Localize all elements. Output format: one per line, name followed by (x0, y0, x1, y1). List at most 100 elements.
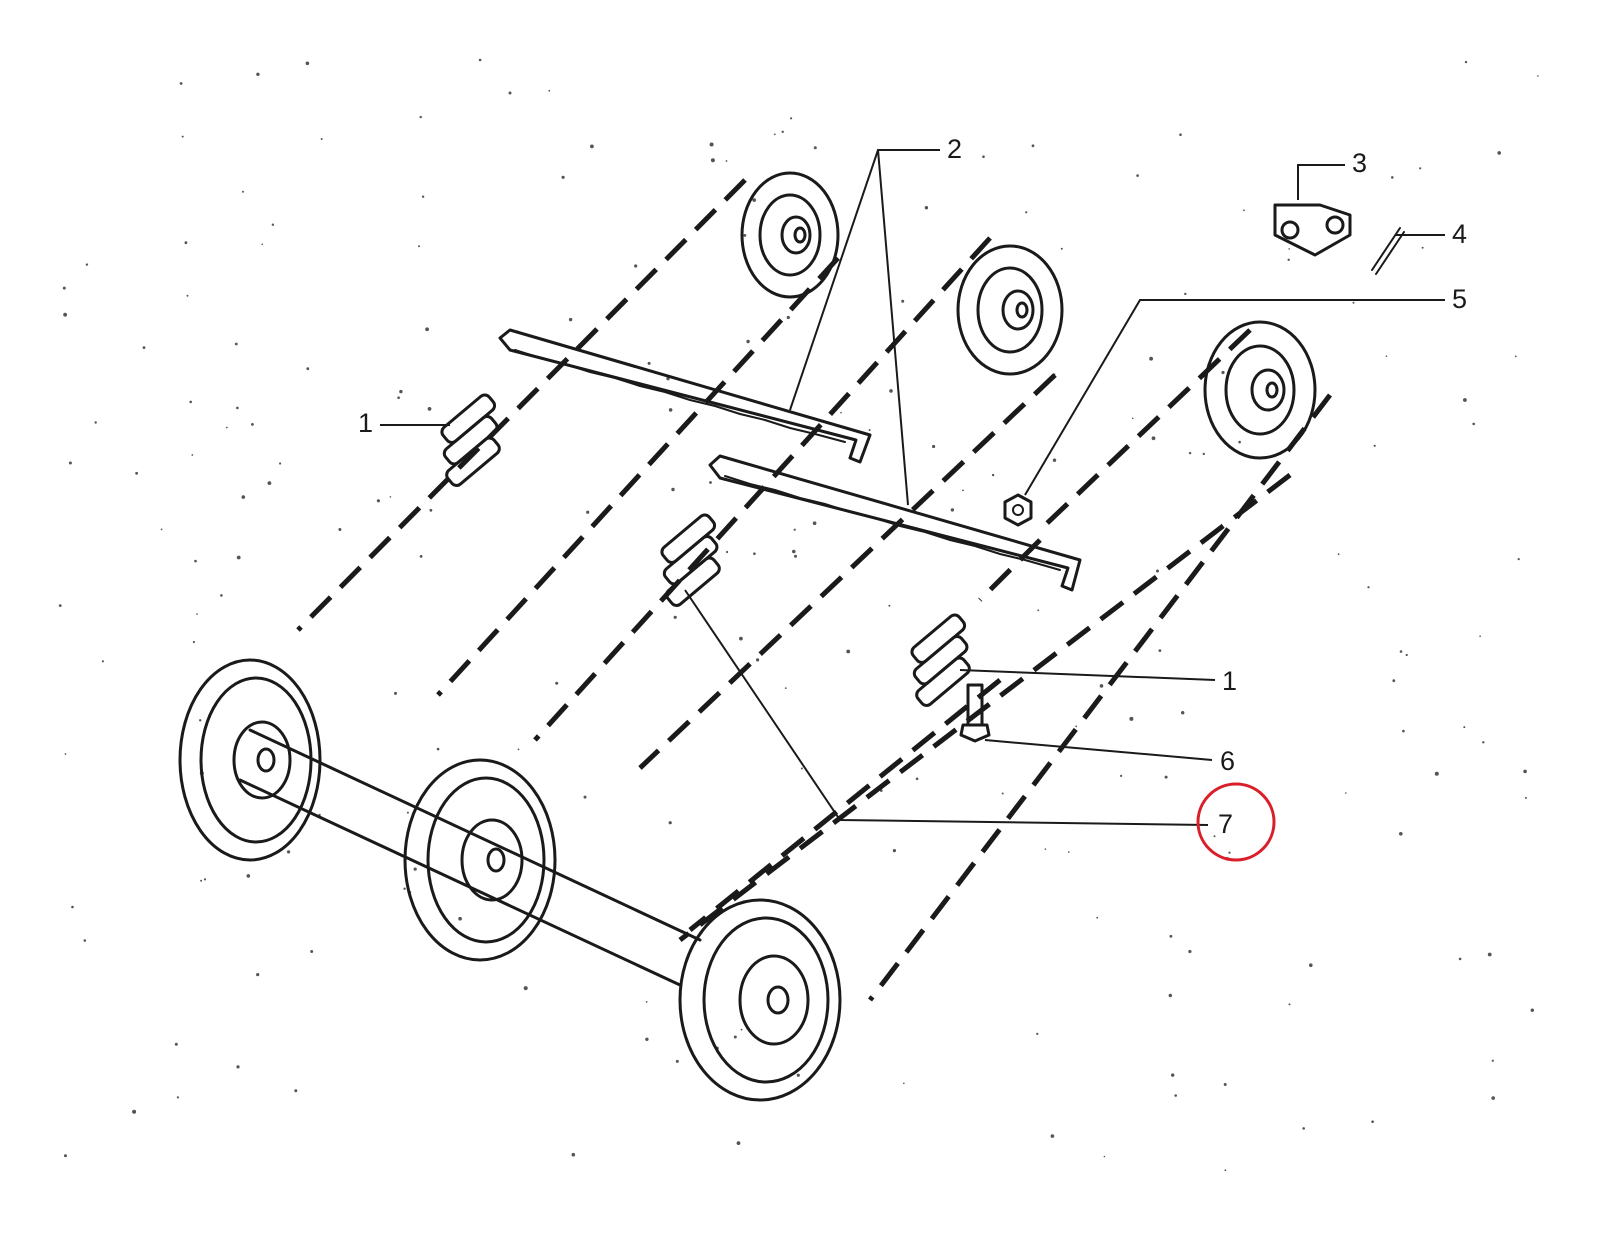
speck (709, 142, 714, 147)
speck (932, 444, 936, 449)
speck (64, 753, 67, 755)
leader-lines (380, 149, 1445, 826)
callout-label-1: 1 (358, 408, 373, 438)
speck (1224, 1169, 1227, 1172)
callout-label-7: 7 (1218, 809, 1233, 839)
speck (1184, 292, 1187, 296)
connecting-link-icon (1273, 203, 1352, 257)
callout-label-4: 4 (1452, 219, 1467, 249)
speck (794, 554, 797, 558)
speck (508, 91, 512, 95)
speck (94, 421, 97, 424)
speck (1479, 635, 1481, 637)
speck (181, 135, 184, 138)
speck (1514, 355, 1517, 358)
speck (1068, 851, 1070, 853)
speck (234, 342, 238, 346)
speck (781, 130, 784, 133)
speck (1530, 1008, 1535, 1012)
speck (586, 510, 590, 514)
speck (186, 294, 189, 297)
speck (991, 473, 995, 477)
speck (1434, 771, 1439, 776)
speck (743, 234, 747, 237)
speck (673, 615, 677, 619)
speck (1288, 248, 1290, 250)
speck (160, 528, 163, 531)
speck (192, 640, 195, 644)
speck (792, 549, 796, 554)
speck (174, 1042, 178, 1046)
speck (1472, 422, 1475, 426)
speck (1171, 1073, 1175, 1077)
speck (251, 423, 254, 426)
callout-label-1b: 1 (1222, 666, 1237, 696)
speck (1060, 247, 1063, 250)
speck (800, 767, 803, 770)
speck (812, 521, 817, 525)
speck (796, 1073, 800, 1077)
speck (548, 89, 551, 92)
speck (590, 144, 594, 149)
speck (962, 489, 964, 492)
wheel-icon (403, 758, 557, 962)
speck (1181, 711, 1185, 715)
chain-link-icon (910, 613, 971, 707)
speck (1517, 558, 1520, 561)
speck (773, 133, 776, 136)
speck (1421, 246, 1424, 249)
speck (199, 719, 202, 722)
speck (846, 649, 851, 654)
speck (1129, 716, 1134, 721)
speck (1371, 1120, 1374, 1123)
speck (668, 821, 672, 825)
speck (1044, 848, 1047, 850)
speck (753, 552, 756, 555)
speck (419, 555, 423, 558)
speck (236, 406, 239, 410)
speck (1337, 553, 1340, 556)
speck (523, 986, 528, 991)
speck (675, 1059, 679, 1063)
speck (399, 389, 403, 394)
speck (418, 245, 420, 248)
speck (645, 1001, 648, 1003)
speck (813, 146, 817, 150)
speck (1169, 934, 1173, 938)
speck (1464, 60, 1468, 64)
speck (68, 461, 72, 465)
speck (892, 849, 897, 853)
speck (903, 1082, 905, 1085)
speck (583, 795, 587, 799)
speck (1399, 832, 1403, 836)
speck (1302, 1127, 1305, 1130)
speck (1052, 458, 1057, 462)
speck (1537, 75, 1539, 77)
speck (915, 777, 919, 781)
speck (725, 160, 728, 162)
speck (62, 286, 66, 290)
speck (429, 508, 433, 512)
speck (413, 867, 417, 871)
speck (840, 411, 842, 414)
speck (1463, 726, 1466, 729)
speck (1151, 436, 1156, 441)
speck (924, 206, 929, 210)
speck (1188, 949, 1192, 954)
sprocket-icon (1203, 320, 1317, 460)
speck (306, 367, 310, 371)
speck (784, 687, 787, 689)
highlight-circle (1196, 782, 1276, 862)
speck (793, 528, 796, 531)
callout-label-6: 6 (1220, 746, 1235, 776)
speck (256, 973, 260, 977)
paper-specks (58, 58, 1539, 1172)
speck (191, 454, 194, 456)
speck (220, 594, 223, 597)
speck (261, 243, 264, 246)
speck (634, 264, 638, 268)
speck (740, 1028, 743, 1031)
speck (189, 400, 192, 404)
speck (203, 878, 207, 881)
